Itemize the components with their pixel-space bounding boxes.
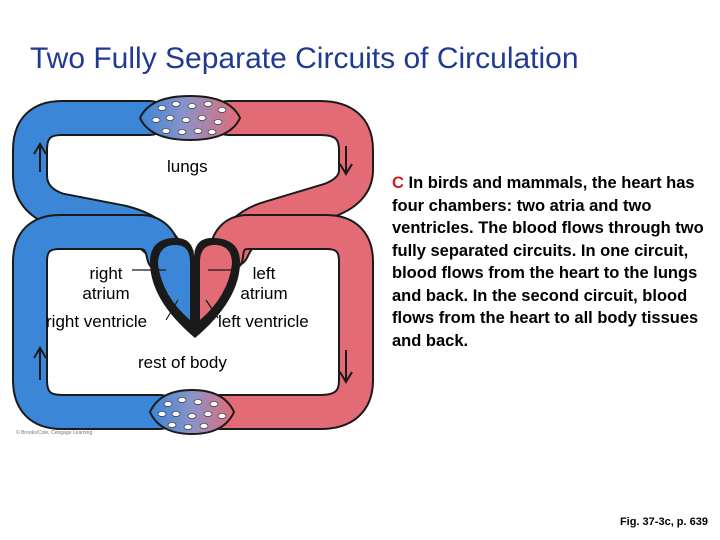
left-ventricle-leader (205, 299, 219, 319)
flow-arrow-systemic-left (33, 346, 47, 380)
heart-septum (190, 249, 198, 331)
leader-lines (132, 269, 238, 321)
flow-arrow-systemic-right (339, 350, 353, 384)
right-heart-chamber (158, 244, 190, 320)
rest-of-body-label: rest of body (138, 353, 227, 372)
left-atrium-label: left atrium (234, 264, 294, 304)
caption-letter: C (392, 174, 404, 192)
right-atrium-label: right atrium (76, 264, 136, 304)
flow-arrow-pulmonary-right (339, 146, 353, 176)
right-atrium-label-line1: right (89, 264, 123, 283)
heart (150, 237, 240, 338)
left-atrium-label-line2: atrium (240, 284, 288, 303)
copyright-credit: © Brooks/Cole, Cengage Learning (16, 430, 93, 436)
caption: C In birds and mammals, the heart has fo… (392, 172, 717, 352)
right-ventricle-leader (165, 299, 179, 321)
left-atrium-label-line1: left (252, 264, 276, 283)
figure-reference: Fig. 37-3c, p. 639 (619, 516, 708, 528)
left-ventricle-label: left ventricle (218, 312, 309, 331)
right-ventricle-label: right ventricle (46, 312, 148, 331)
flow-arrow-pulmonary-left (33, 142, 47, 172)
systemic-circuit (12, 214, 374, 436)
slide-title: Two Fully Separate Circuits of Circulati… (30, 42, 579, 75)
right-atrium-label-line2: atrium (82, 284, 130, 303)
left-heart-chamber (200, 244, 232, 320)
lungs-label: lungs (167, 157, 208, 176)
caption-text: In birds and mammals, the heart has four… (392, 174, 704, 350)
